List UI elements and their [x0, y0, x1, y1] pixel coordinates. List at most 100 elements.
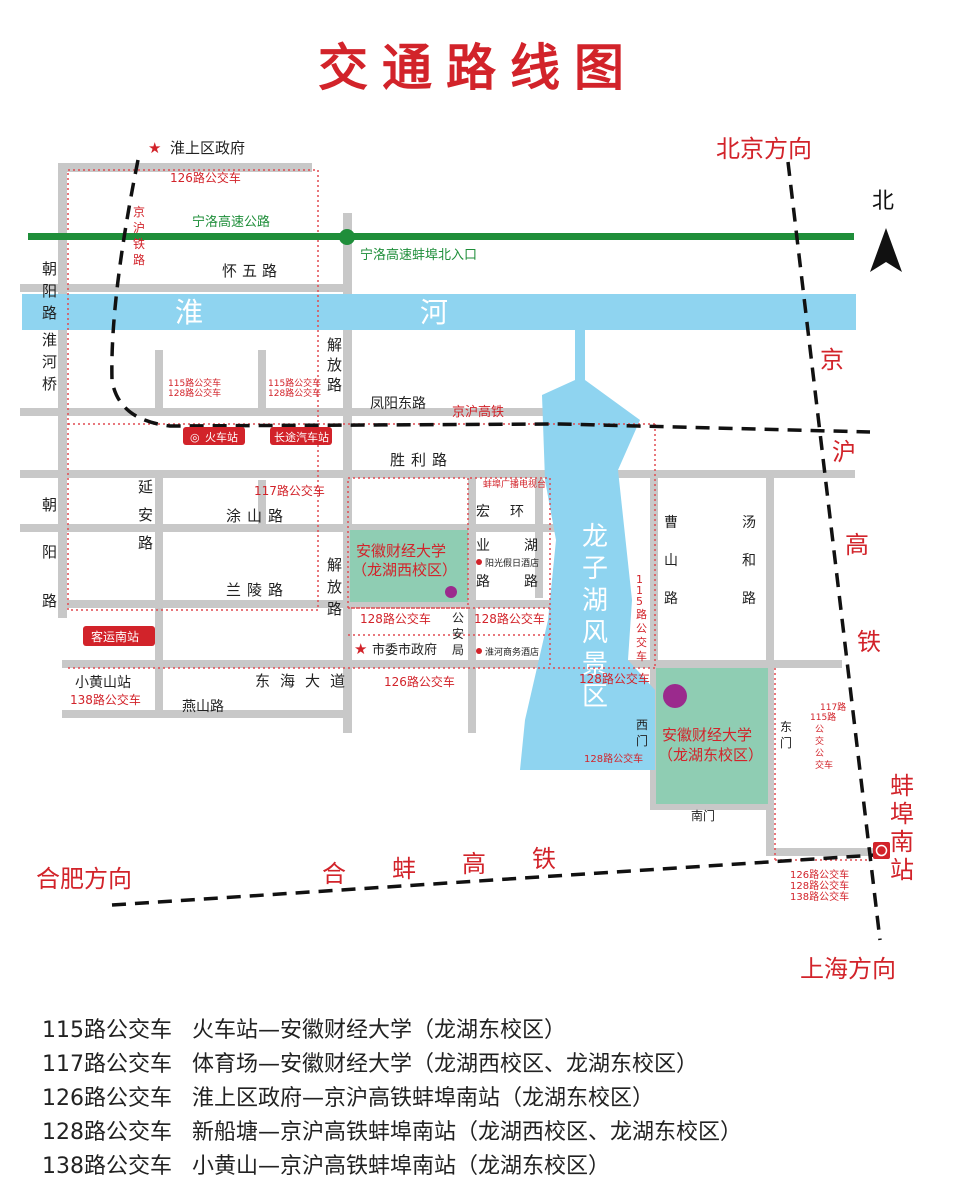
place-city-gov: 市委市政府 [372, 642, 437, 658]
svg-text:朝: 朝 [42, 496, 57, 514]
bus-126-donghai: 126路公交车 [384, 674, 455, 689]
road-yanan [155, 470, 163, 610]
svg-text:湖: 湖 [524, 538, 538, 554]
place-huaihe-hotel: 淮河商务酒店 [485, 646, 539, 658]
svg-text:朝: 朝 [42, 260, 57, 278]
bus-117-115-vertical: 117路 115路 公 交 公 交车 [810, 701, 846, 771]
svg-text:公: 公 [452, 611, 464, 625]
campus-east-marker [663, 684, 687, 708]
bus-128-lake-east: 128路公交车 [579, 671, 650, 686]
lake-char-3: 湖 [582, 586, 608, 616]
svg-text:1: 1 [636, 573, 643, 586]
bus-128-b: 128路公交车 [268, 387, 321, 399]
svg-text:放: 放 [327, 578, 342, 596]
legend-desc: 火车站—安徽财经大学（龙湖东校区） [192, 1018, 567, 1043]
legend-route: 138路公交车 [42, 1154, 172, 1179]
svg-text:交车: 交车 [815, 759, 833, 771]
lake-char-1: 龙 [582, 522, 608, 552]
svg-text:汤: 汤 [742, 515, 756, 531]
lake-char-4: 风 [582, 618, 608, 648]
road-label-yehu: 业 湖 路 路 [476, 538, 538, 590]
svg-text:交: 交 [815, 735, 824, 747]
road-huaiwu [20, 284, 350, 292]
svg-text:路: 路 [636, 608, 647, 621]
jinghu-railway-label: 京 沪 铁 路 [133, 205, 145, 267]
svg-text:沪: 沪 [133, 221, 145, 235]
road-chaoyang [58, 163, 67, 618]
legend-row: 128路公交车新船塘—京沪高铁蚌埠南站（龙湖西校区、龙湖东校区） [42, 1116, 922, 1150]
railway-lines [110, 159, 882, 941]
place-south-gate: 南门 [691, 808, 715, 823]
svg-text:路: 路 [42, 592, 57, 610]
bus-south-138: 138路公交车 [790, 890, 849, 903]
svg-text:淮: 淮 [42, 331, 57, 349]
svg-text:交: 交 [636, 635, 647, 649]
expressway-entrance: 宁洛高速蚌埠北入口 [360, 247, 477, 263]
svg-text:延: 延 [138, 478, 153, 496]
passenger-south-label: 客运南站 [91, 629, 139, 644]
campus-east-sub: （龙湖东校区） [658, 746, 763, 764]
svg-text:京: 京 [133, 205, 145, 219]
svg-text:沪: 沪 [832, 438, 856, 466]
svg-text:河: 河 [42, 353, 57, 371]
west-gate-label: 西 门 [636, 718, 648, 748]
road-label-tushan: 涂山路 [226, 507, 289, 525]
road-label-chaoyang-top: 朝 阳 路 [42, 260, 57, 322]
road-shengli [20, 470, 855, 478]
bus-route-lines [67, 169, 875, 861]
hebang-hsr-label: 合 蚌 高 铁 [322, 845, 556, 888]
road-label-huaiwu: 怀五路 [222, 262, 282, 280]
svg-text:铁: 铁 [532, 845, 556, 873]
route-legend: 115路公交车火车站—安徽财经大学（龙湖东校区） 117路公交车体育场—安徽财经… [42, 1014, 922, 1184]
svg-text:山: 山 [664, 553, 678, 569]
lake-char-2: 子 [582, 554, 608, 584]
svg-text:公: 公 [636, 622, 647, 635]
svg-text:放: 放 [327, 356, 342, 374]
direction-shanghai: 上海方向 [800, 955, 896, 983]
direction-hefei: 合肥方向 [36, 865, 132, 893]
map-title: 交通路线图 [318, 39, 638, 97]
bus-115-b: 115路公交车 [268, 377, 321, 389]
svg-text:路: 路 [476, 574, 490, 590]
hotel-marker-2 [476, 648, 482, 654]
bus-south-128: 128路公交车 [790, 879, 849, 892]
svg-text:解: 解 [327, 336, 342, 354]
legend-desc: 淮上区政府—京沪高铁蚌埠南站（龙湖东校区） [192, 1086, 655, 1111]
road-network [20, 163, 876, 856]
road-tushan [20, 524, 560, 532]
svg-text:公: 公 [815, 748, 824, 759]
bengbu-south-label: 蚌 埠 南 站 [890, 772, 914, 884]
svg-text:南: 南 [890, 828, 914, 856]
road-tanghe [766, 478, 774, 853]
place-sunshine-hotel: 阳光假日酒店 [485, 557, 539, 569]
svg-text:1: 1 [636, 584, 643, 597]
svg-text:门: 门 [636, 733, 648, 748]
expressway-ningluo [28, 233, 854, 240]
svg-text:路: 路 [42, 304, 57, 322]
svg-text:埠: 埠 [890, 800, 914, 828]
bus-128-mid: 128路公交车 [360, 611, 431, 626]
railway-jinghu-hsr [786, 161, 882, 941]
road-lanling [62, 600, 552, 608]
railway-hebang-hsr [111, 853, 876, 907]
svg-text:5: 5 [636, 595, 643, 608]
svg-text:阳: 阳 [42, 543, 57, 561]
svg-text:安: 安 [138, 506, 153, 524]
svg-text:桥: 桥 [42, 375, 57, 393]
road-label-yanshan: 燕山路 [182, 699, 224, 715]
place-huaishang-gov: 淮上区政府 [170, 139, 245, 157]
direction-beijing: 北京方向 [716, 135, 812, 163]
expressway-name: 宁洛高速公路 [192, 214, 270, 230]
east-gate-label: 东 门 [780, 720, 792, 750]
road-caoshan [650, 478, 658, 808]
bus-117: 117路公交车 [254, 483, 325, 498]
road-honghuan [468, 478, 476, 733]
legend-route: 126路公交车 [42, 1086, 172, 1111]
bengbu-south-station-icon [873, 842, 890, 859]
campus-west-marker [445, 586, 457, 598]
river-char-1: 淮 [175, 296, 203, 329]
svg-text:安: 安 [452, 626, 464, 641]
bus-128-west-gate: 128路公交车 [584, 752, 643, 765]
svg-text:117路: 117路 [820, 701, 846, 713]
svg-text:高: 高 [845, 531, 869, 559]
